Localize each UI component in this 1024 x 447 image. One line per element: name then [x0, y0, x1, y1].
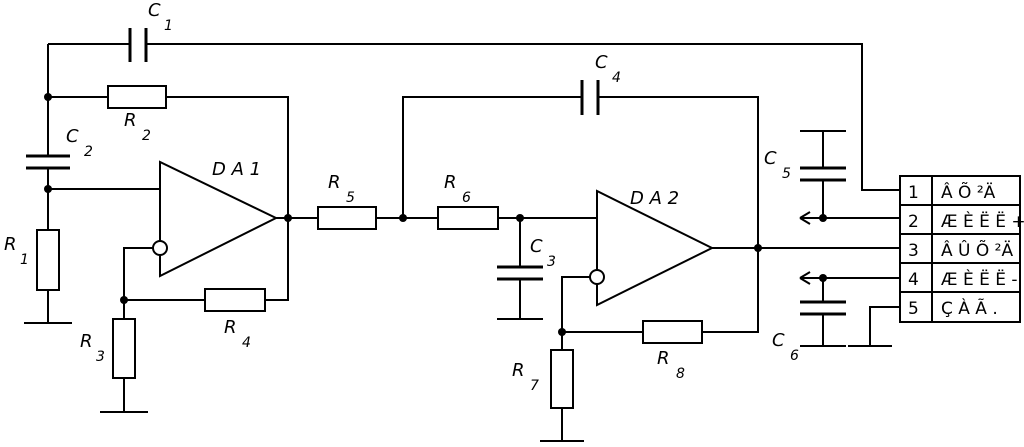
r7-letter: R: [512, 360, 525, 381]
c2-index: 2: [84, 144, 93, 160]
r8-letter: R: [657, 348, 670, 369]
pin-1-name: Â Õ ²Ä: [941, 181, 996, 203]
capacitor-c2: C 2: [26, 126, 93, 170]
r7-index: 7: [530, 378, 539, 394]
resistor-r4: R 4: [204, 288, 266, 351]
da1-label: D A 1: [212, 159, 261, 180]
c6-index: 6: [790, 348, 799, 364]
r3-letter: R: [80, 331, 93, 352]
r2-index: 2: [142, 128, 151, 144]
opamp-da2: D A 2: [589, 188, 715, 307]
pin-2-name: Æ È Ë Ë +: [941, 210, 1024, 232]
r1-index: 1: [20, 252, 29, 268]
resistor-r2: R 2: [107, 85, 167, 144]
c4-index: 4: [612, 70, 621, 86]
c3-letter: C: [530, 236, 543, 257]
c4-letter: C: [595, 52, 608, 73]
r4-letter: R: [224, 317, 237, 338]
capacitor-c3: C 3: [497, 236, 556, 281]
c1-letter: C: [148, 0, 161, 21]
r1-letter: R: [4, 234, 17, 255]
pin-2-number: 2: [908, 212, 919, 232]
c2-letter: C: [66, 126, 79, 147]
resistor-r1: R 1: [4, 229, 60, 291]
pin-3-name: Â Û Õ ²Ä: [941, 239, 1013, 261]
pin-5-number: 5: [908, 299, 919, 319]
c3-index: 3: [547, 254, 556, 270]
r5-letter: R: [328, 172, 341, 193]
c5-letter: C: [764, 148, 777, 169]
resistor-r5: R 5: [317, 172, 377, 230]
r8-index: 8: [676, 366, 685, 382]
r3-index: 3: [96, 349, 105, 365]
r6-letter: R: [444, 172, 457, 193]
capacitor-c1: C 1: [128, 0, 173, 62]
r2-letter: R: [124, 110, 137, 131]
resistor-r6: R 6: [437, 172, 499, 230]
pin-1-number: 1: [908, 183, 919, 203]
c1-index: 1: [164, 18, 173, 34]
pin-4-name: Æ È Ë Ë -: [941, 268, 1018, 290]
r5-index: 5: [346, 190, 355, 206]
resistor-r3: R 3: [80, 318, 136, 379]
c5-index: 5: [782, 166, 791, 182]
capacitor-c6: C 6: [772, 300, 846, 364]
r4-index: 4: [242, 335, 251, 351]
pin-3-number: 3: [908, 241, 919, 261]
da2-label: D A 2: [630, 188, 679, 209]
pin-5-name: Ç À Ã .: [941, 297, 998, 319]
resistor-r8: R 8: [642, 320, 703, 382]
pin-4-number: 4: [908, 270, 919, 290]
c6-letter: C: [772, 330, 785, 351]
capacitor-c4: C 4: [580, 52, 621, 115]
r6-index: 6: [462, 190, 471, 206]
wires: [24, 43, 900, 442]
opamp-da1: D A 1: [152, 159, 279, 278]
capacitor-c5: C 5: [764, 148, 846, 182]
junction-dots: [44, 93, 827, 336]
resistor-r7: R 7: [512, 349, 574, 409]
connector-block: 1 Â Õ ²Ä 2 Æ È Ë Ë + 3 Â Û Õ ²Ä 4 Æ È Ë …: [899, 175, 1024, 323]
